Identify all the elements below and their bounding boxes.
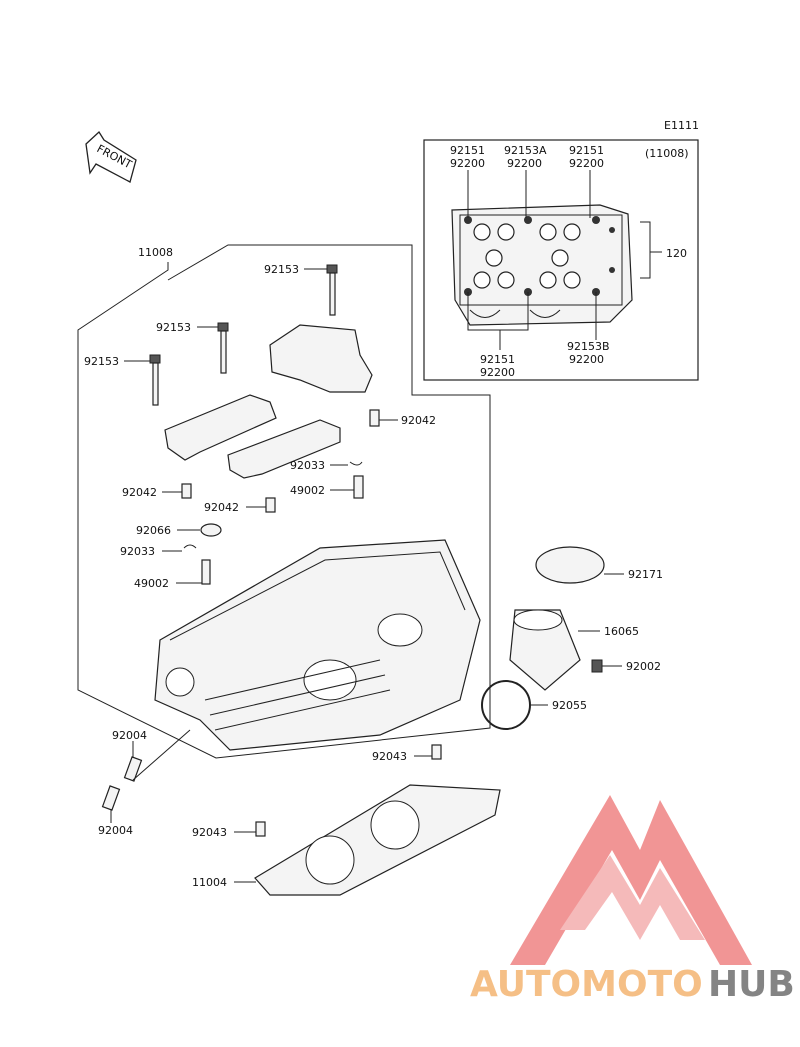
callout-92153-c: 92153: [84, 355, 119, 368]
watermark-logo: AUTOMOTO HUB: [470, 795, 795, 1005]
bolt-92153-c: [149, 354, 161, 406]
bolt-92153-b: [217, 322, 229, 374]
callout-92043-a: 92043: [372, 750, 407, 763]
callout-labels: 92153 92153 92153 92042 92033 49002 9204…: [84, 263, 663, 889]
callout-92002: 92002: [626, 660, 661, 673]
seal-92066: [200, 523, 222, 537]
bolt-92153-a: [326, 264, 338, 316]
clip-92033-b: [183, 544, 197, 549]
callout-92004-a: 92004: [112, 729, 147, 742]
callout-92153-b: 92153: [156, 321, 191, 334]
stud-92004-b: [101, 785, 121, 811]
callout-92033-b: 92033: [120, 545, 155, 558]
dowel-92042-a: [369, 409, 380, 427]
inset-top-label-1-line1: 92151: [450, 144, 485, 157]
callout-92043-b: 92043: [192, 826, 227, 839]
callout-49002-a: 49002: [290, 484, 325, 497]
inset-top-label-2-line2: 92200: [507, 157, 542, 170]
inset-assembly-code: (11008): [645, 147, 689, 160]
clip-92033-a: [349, 461, 363, 466]
valve-guide-49002-b: [201, 559, 211, 585]
watermark-text-2: HUB: [708, 964, 795, 1005]
cylinder-head: [154, 539, 481, 751]
callout-11004: 11004: [192, 876, 227, 889]
inset-head-top-view: [451, 204, 633, 326]
callout-92171: 92171: [628, 568, 663, 581]
o-ring-92055: [481, 680, 531, 730]
callout-92004-b: 92004: [98, 824, 133, 837]
stud-92004-a: [123, 756, 143, 782]
bolt-92002: [591, 659, 603, 673]
assembly-bracket: 11008: [77, 244, 491, 759]
callout-92042-a: 92042: [401, 414, 436, 427]
callout-92042-b: 92042: [122, 486, 157, 499]
small-parts: [181, 409, 380, 585]
main-assembly-label: 11008: [138, 246, 173, 259]
dowel-92042-b: [181, 483, 192, 499]
valve-guide-49002-a: [353, 475, 364, 499]
callout-92066: 92066: [136, 524, 171, 537]
inset-bottom-label-2-line2: 92200: [569, 353, 604, 366]
inset-top-label-2-line1: 92153A: [504, 144, 547, 157]
callout-49002-b: 49002: [134, 577, 169, 590]
dowel-92043-a: [431, 744, 442, 760]
lower-parts: [101, 744, 501, 896]
leader-lines: [110, 268, 624, 883]
diagram-code: E1111: [664, 119, 699, 132]
inset-top-label-3-line1: 92151: [569, 144, 604, 157]
watermark-text-1: AUTOMOTO: [470, 964, 703, 1005]
inset-top-label-3-line2: 92200: [569, 157, 604, 170]
watermark-mark-icon: [510, 795, 752, 965]
inset-bottom-label-1-line2: 92200: [480, 366, 515, 379]
inset-box: 92151 92200 92153A 92200 92151 92200 (11…: [423, 139, 699, 381]
callout-92055: 92055: [552, 699, 587, 712]
clamp-92171: [535, 546, 605, 584]
holder-16065: [509, 609, 581, 691]
dowel-92042-c: [265, 497, 276, 513]
intake-parts: [481, 546, 605, 730]
camshaft-caps: [164, 324, 373, 479]
callout-92153-a: 92153: [264, 263, 299, 276]
inset-bottom-label-1-line1: 92151: [480, 353, 515, 366]
callout-92042-c: 92042: [204, 501, 239, 514]
inset-top-label-1-line2: 92200: [450, 157, 485, 170]
inset-bottom-label-2-line1: 92153B: [567, 340, 610, 353]
callout-92033-a: 92033: [290, 459, 325, 472]
dowel-92043-b: [255, 821, 266, 837]
callout-16065: 16065: [604, 625, 639, 638]
front-arrow-icon: FRONT: [85, 130, 137, 183]
inset-side-label: 120: [666, 247, 687, 260]
